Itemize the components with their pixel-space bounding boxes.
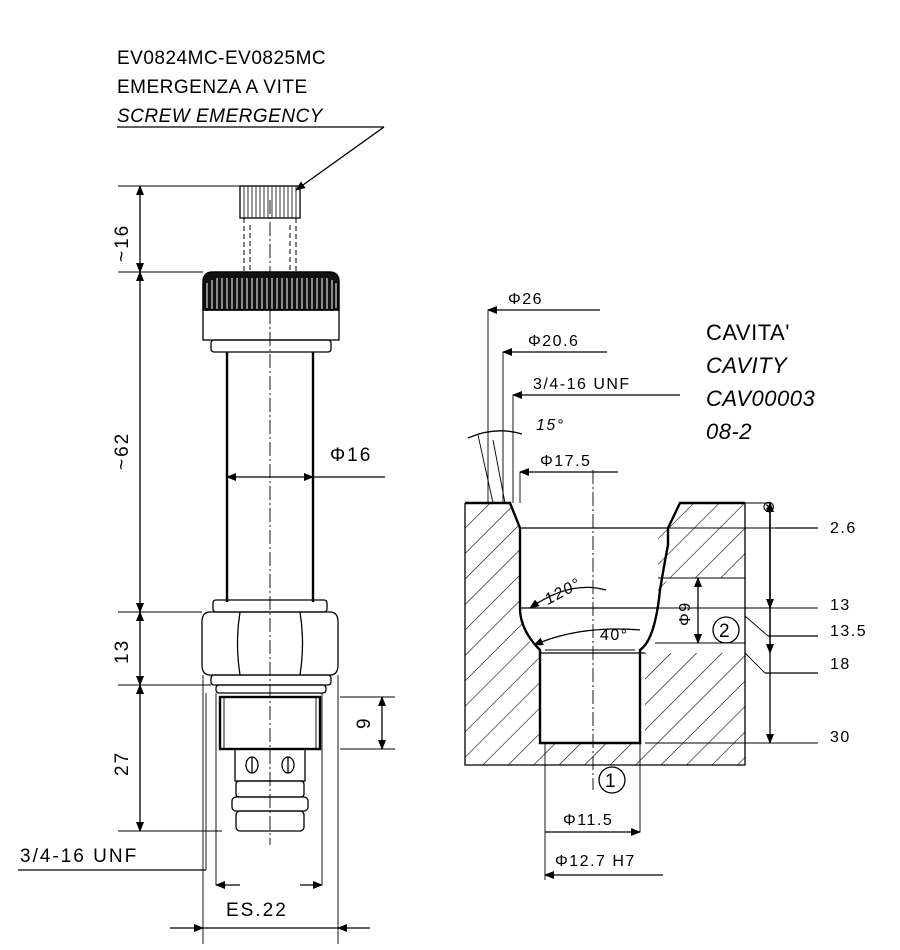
hex-size-label: ES.22 bbox=[226, 900, 288, 921]
part-codes-label: EV0824MC-EV0825MC bbox=[117, 48, 326, 69]
dia-11-5-label: Φ11.5 bbox=[563, 812, 613, 829]
emergency-label-it: EMERGENZA A VITE bbox=[117, 77, 308, 98]
surface-mark-icon: ⊗ bbox=[762, 499, 775, 516]
dia-9-label: Φ9 bbox=[677, 601, 694, 626]
cavity-title-it: CAVITA' bbox=[706, 320, 790, 345]
port-1-marker: 1 bbox=[598, 766, 626, 794]
tube-diameter-label: Φ16 bbox=[330, 445, 372, 466]
knob-height-label: ~16 bbox=[112, 224, 133, 262]
valve-side-view: Φ16 ~16 ~62 13 27 9 bbox=[18, 185, 395, 944]
dia-26-label: Φ26 bbox=[508, 291, 543, 308]
depth-18-label: 18 bbox=[830, 656, 851, 673]
valve-hex-nut bbox=[201, 599, 339, 694]
thread-label: 3/4-16 UNF bbox=[20, 846, 138, 867]
depth-2-6-label: 2.6 bbox=[830, 520, 857, 537]
depth-13-label: 13 bbox=[830, 597, 851, 614]
angle-15-label: 15° bbox=[536, 417, 565, 434]
cavity-body-left bbox=[465, 503, 745, 765]
cavity-body-right bbox=[658, 503, 745, 598]
angle-40-label: 40° bbox=[600, 627, 629, 644]
port-1-label: 1 bbox=[605, 771, 618, 792]
dia-17-5-label: Φ17.5 bbox=[540, 453, 591, 470]
cavity-size: 08-2 bbox=[706, 419, 752, 444]
cavity-code: CAV00003 bbox=[706, 386, 815, 411]
dia-20-6-label: Φ20.6 bbox=[528, 333, 579, 350]
depth-13-5-label: 13.5 bbox=[830, 623, 867, 640]
body-height-label: ~62 bbox=[112, 432, 133, 470]
valve-height-dimensions: ~16 ~62 13 27 bbox=[112, 185, 300, 832]
leader-line bbox=[295, 126, 385, 191]
port-spacing-dimension: 9 bbox=[340, 696, 395, 750]
port-2-marker: 2 bbox=[712, 616, 740, 644]
dia-12-7-label: Φ12.7 H7 bbox=[555, 853, 636, 870]
header-block: EV0824MC-EV0825MC EMERGENZA A VITE SCREW… bbox=[117, 48, 385, 191]
port-2-label: 2 bbox=[719, 621, 732, 642]
valve-cartridge bbox=[218, 695, 322, 832]
angle-120-label: 120° bbox=[542, 575, 584, 608]
emergency-label-en: SCREW EMERGENCY bbox=[117, 106, 324, 127]
thread-dimension: 3/4-16 UNF bbox=[18, 693, 240, 889]
depth-30-label: 30 bbox=[830, 729, 851, 746]
cartridge-length-label: 27 bbox=[112, 751, 133, 776]
port-spacing-label: 9 bbox=[354, 716, 375, 729]
valve-knob bbox=[202, 271, 340, 353]
thread-cavity-label: 3/4-16 UNF bbox=[533, 376, 631, 393]
cavity-title-en: CAVITY bbox=[706, 353, 788, 378]
cavity-section: CAVITA' CAVITY CAV00003 08-2 Φ26 Φ20.6 3… bbox=[464, 291, 867, 880]
hex-size-dimension: ES.22 bbox=[170, 675, 370, 944]
hex-height-label: 13 bbox=[112, 639, 133, 664]
